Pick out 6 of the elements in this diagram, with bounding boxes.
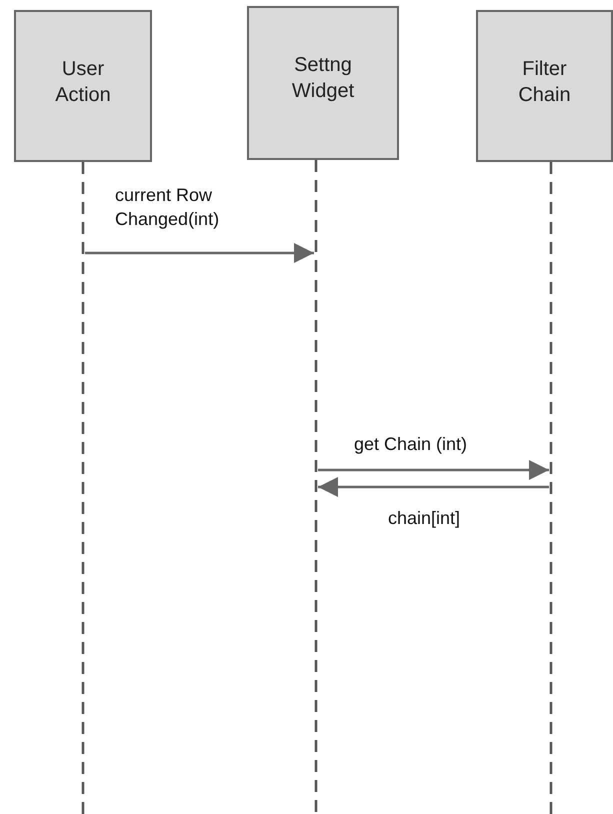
message-arrow bbox=[85, 243, 314, 263]
participant-name: Filter Chain bbox=[517, 57, 572, 108]
participant-name: User Action bbox=[54, 57, 112, 108]
message-arrow bbox=[318, 477, 549, 497]
participant-name: Settng Widget bbox=[290, 53, 356, 104]
message-arrow bbox=[318, 460, 549, 480]
